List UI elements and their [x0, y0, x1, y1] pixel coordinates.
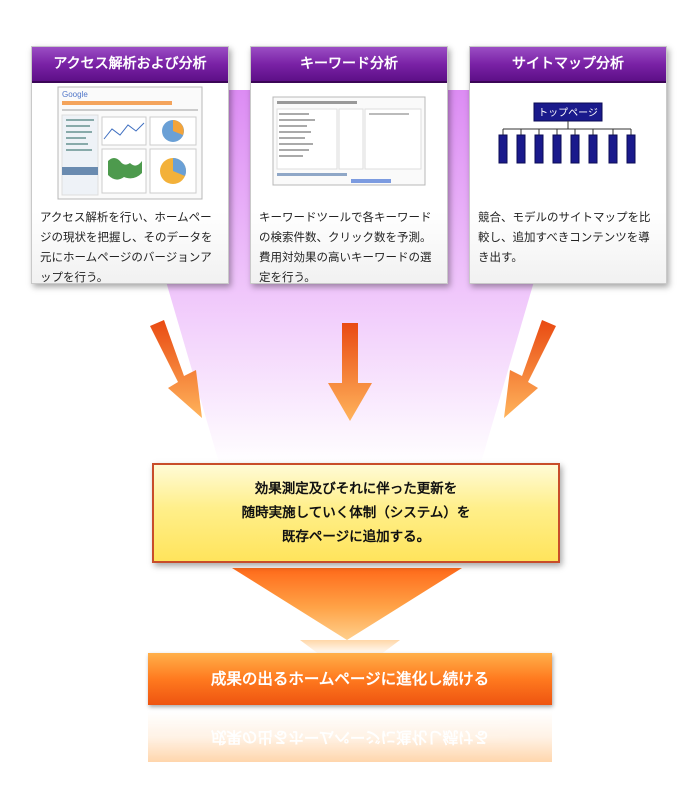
arrow-left-icon: [150, 320, 202, 418]
result-banner: 成果の出るホームページに進化し続ける: [148, 653, 552, 705]
center-line-2: 随時実施していく体制（システム）を: [241, 505, 471, 521]
arrow-right-icon: [504, 320, 556, 418]
card-access-analysis: アクセス解析および分析 Google アクセス解析を行い、ホームペー ジの現状を…: [31, 46, 229, 284]
card-title: アクセス解析および分析: [32, 47, 228, 83]
card-description: 競合、モデルのサイトマップを比 較し、追加すべきコンテンツを導 き出す。: [478, 210, 651, 264]
orange-funnel-tip: [232, 568, 462, 640]
sitemap-diagram-thumbnail: トップページ: [498, 102, 636, 164]
funnel-tip-fade: [300, 640, 400, 655]
center-line-3: 既存ページに追加する。: [281, 529, 431, 545]
center-summary-box: 効果測定及びそれに伴った更新を 随時実施していく体制（システム）を 既存ページに…: [152, 463, 560, 563]
keyword-tool-screenshot-thumbnail: [272, 96, 426, 186]
center-line-1: 効果測定及びそれに伴った更新を: [254, 481, 458, 497]
thumb-logo: Google: [62, 90, 88, 99]
card-keyword-analysis: キーワード分析 キーワードツールで各キーワード の検索件数、クリック数を予測。 …: [250, 46, 448, 284]
analytics-screenshot-thumbnail: Google: [57, 86, 203, 200]
sitemap-top-label: トップページ: [538, 107, 598, 119]
card-description: アクセス解析を行い、ホームペー ジの現状を把握し、そのデータを 元にホームページ…: [40, 210, 213, 284]
card-sitemap-analysis: サイトマップ分析 トップページ 競合、モデルのサイトマップを比 較し、追加すべき…: [469, 46, 667, 284]
card-title: サイトマップ分析: [470, 47, 666, 83]
card-title: キーワード分析: [251, 47, 447, 83]
result-banner-reflection: 成果の出るホームページに進化し続ける: [148, 712, 552, 762]
arrow-center-icon: [328, 323, 372, 421]
card-description: キーワードツールで各キーワード の検索件数、クリック数を予測。 費用対効果の高い…: [259, 210, 432, 284]
